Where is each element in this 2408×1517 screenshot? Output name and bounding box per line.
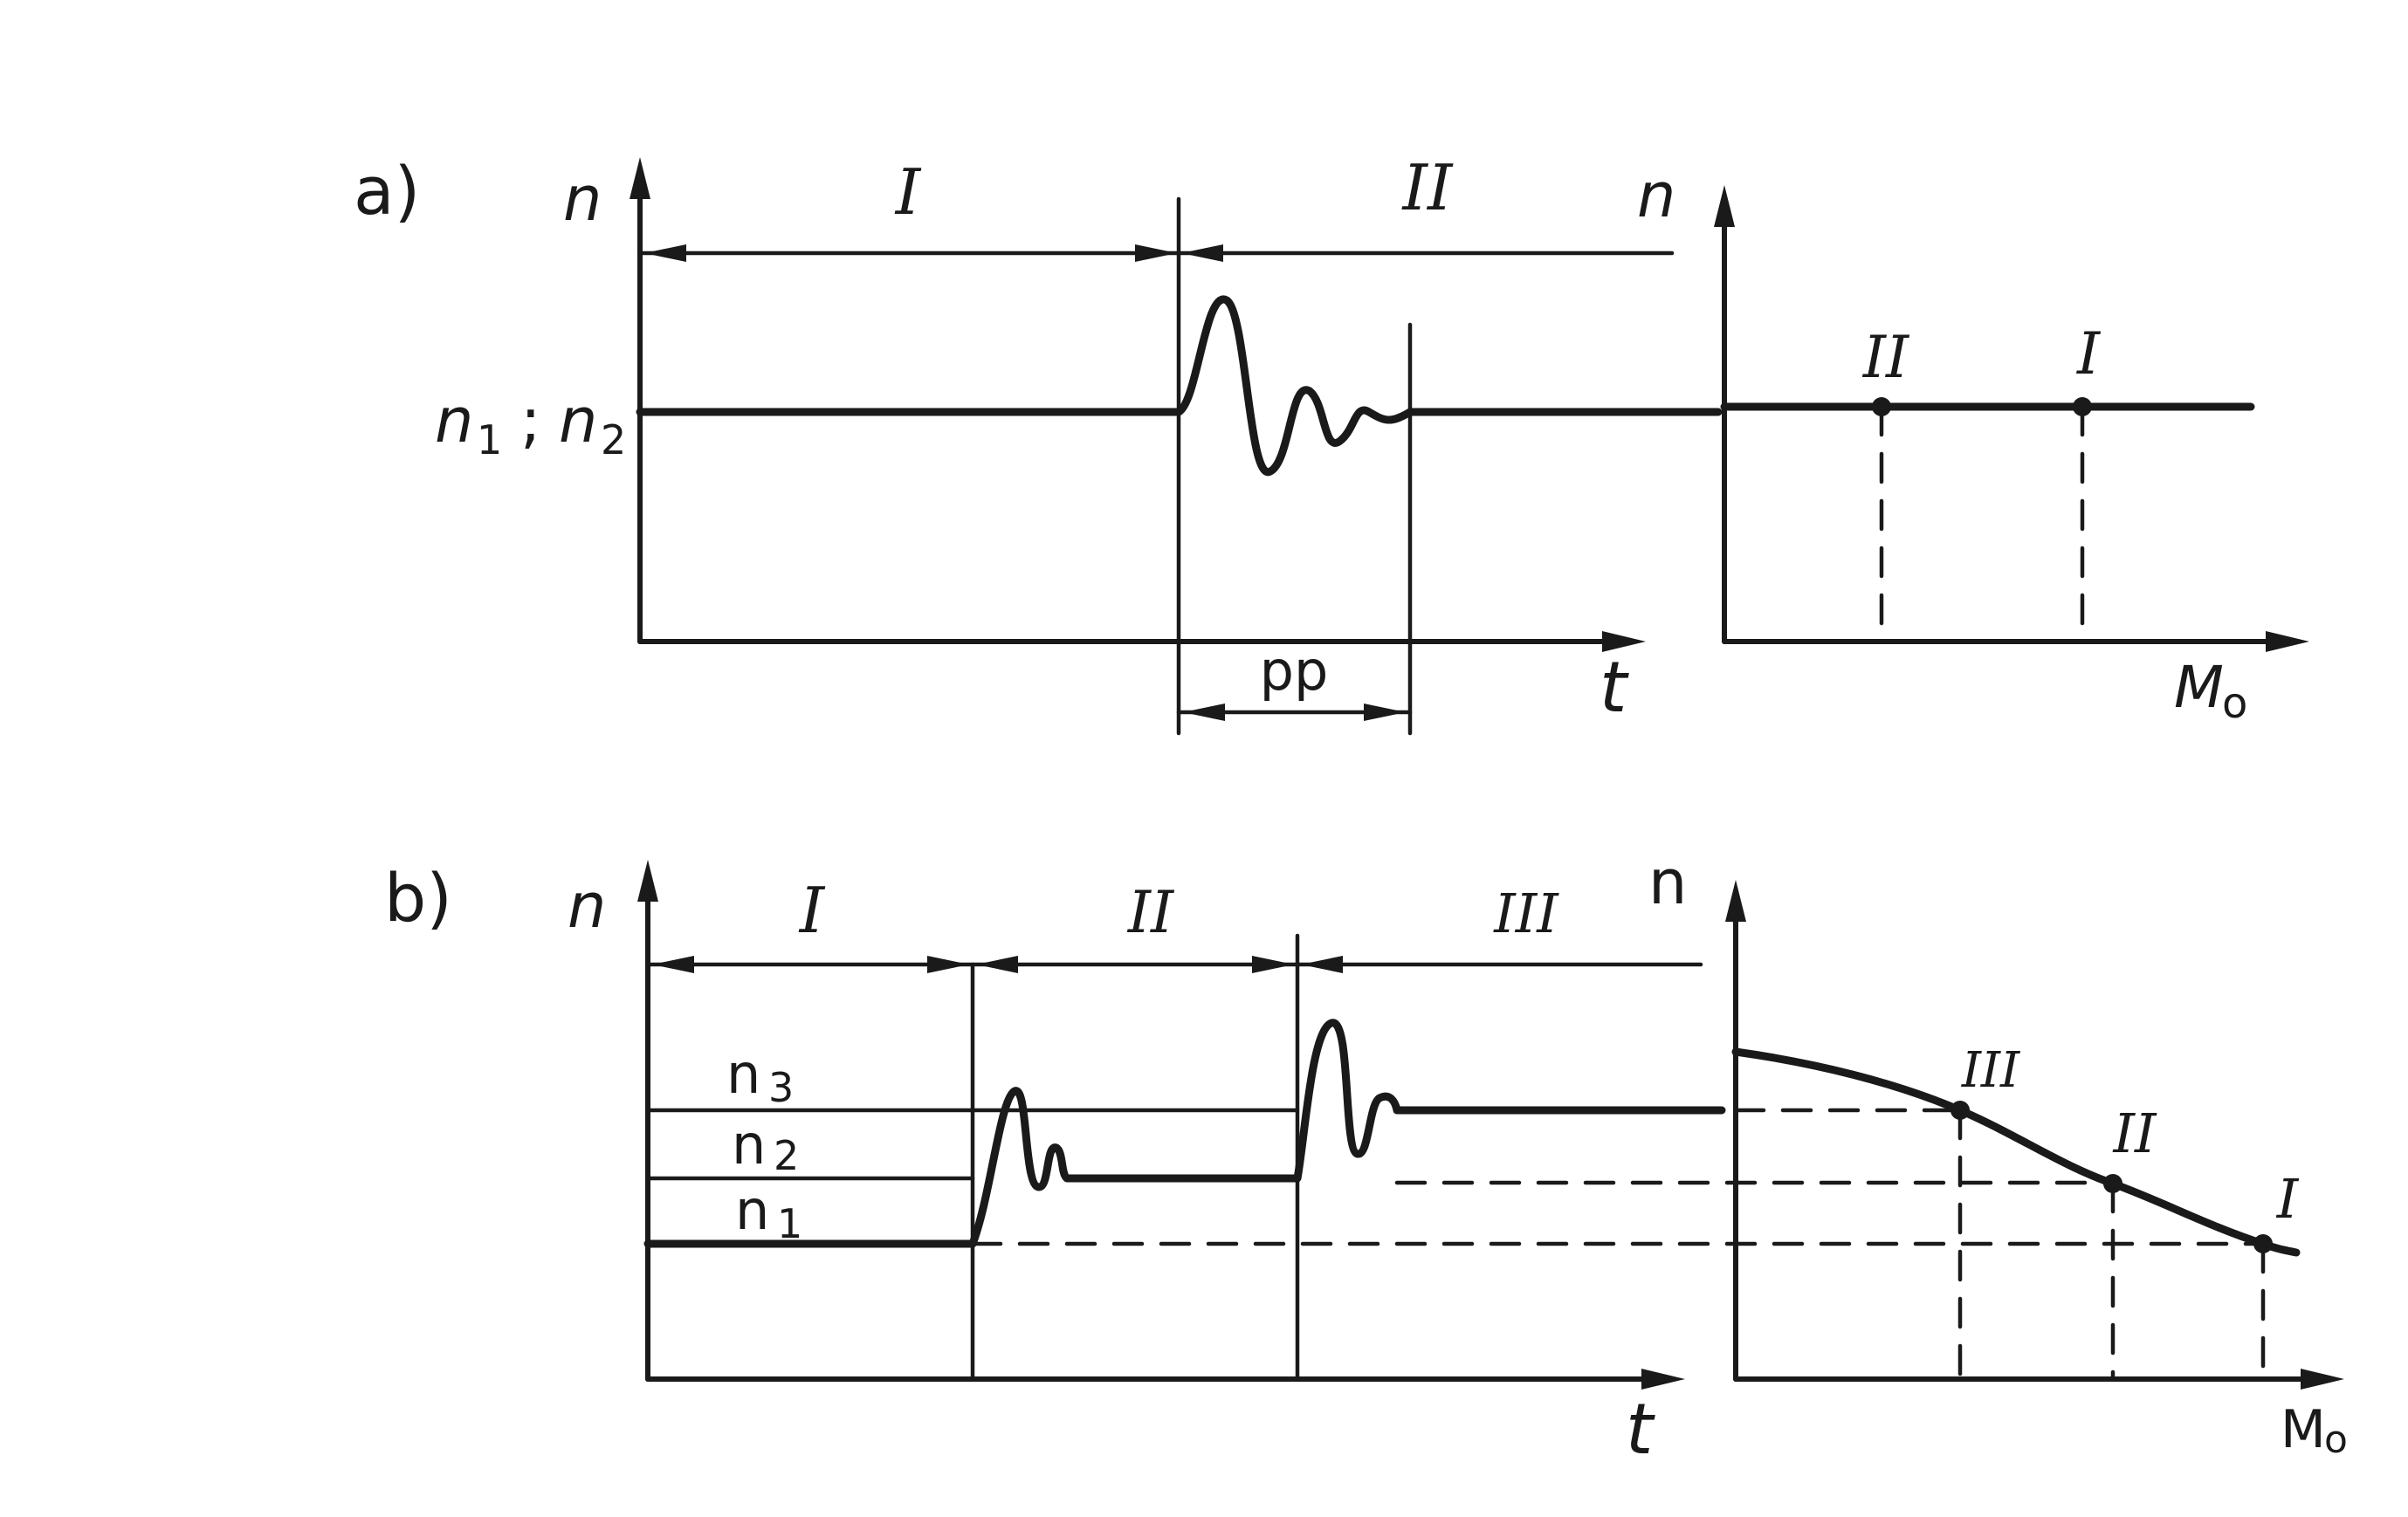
panel-b-level-n2-sub: 2 [774,1132,799,1179]
level-label-n1: n [435,385,473,456]
panel-b-time-x-label: t [1626,1389,1655,1470]
panel-a-speed-curve [636,295,1723,476]
panel-b-level-n3-base: n [726,1042,760,1106]
arrow-right-icon [2266,631,2309,652]
panel-b-level-n1-base: n [735,1178,769,1242]
panel-b-region-ii-label: II [1127,879,1175,946]
level-label-n2: n [559,385,597,456]
panel-a-char-point-ii [1872,397,1891,416]
panel-b-char-x-label: M [2281,1399,2326,1460]
panel-b-time-plot: n t n 3 n 2 n 1 I II III [568,860,2271,1470]
panel-b-speed-curve [643,1019,1726,1248]
arrow-right-icon [1602,631,1646,652]
arrow-right-icon [1252,956,1294,973]
arrow-up-icon [1725,880,1746,922]
arrow-left-icon [644,244,686,262]
panel-a-region-i-label: I [894,155,922,229]
panel-b-char-y-label: n [1648,847,1687,918]
arrow-left-icon [976,956,1018,973]
panel-a-char-point-i-label: I [2076,320,2102,388]
panel-a-time-y-label: n [563,163,602,235]
panel-a-char-point-i [2073,397,2092,416]
panel-a-region-ii-label: II [1401,151,1454,224]
panel-b-char-point-ii [2103,1174,2122,1193]
arrow-right-icon [2301,1369,2344,1390]
panel-a-time-x-label: t [1600,647,1629,728]
panel-b-time-y-label: n [568,870,606,942]
arrow-left-icon [1181,244,1223,262]
panel-b: b) n t n 3 n 2 n 1 I II III [384,847,2348,1470]
arrow-left-icon [1301,956,1343,973]
arrow-right-icon [1135,244,1177,262]
panel-b-char-plot: n M o III II I [1648,847,2348,1462]
panel-b-char-point-iii [1950,1101,1970,1120]
arrow-right-icon [1641,1369,1685,1390]
arrow-left-icon [652,956,694,973]
panel-b-label: b) [384,859,452,937]
panel-a-char-plot: n M o II I [1637,160,2309,728]
panel-b-char-x-sub: o [2324,1417,2348,1462]
panel-a-char-y-label: n [1637,160,1675,231]
panel-a: a) n t n 1 ; n 2 I II [354,151,2309,736]
arrow-up-icon [630,157,650,199]
panel-b-char-point-i [2253,1234,2273,1253]
panel-b-level-n2-base: n [732,1113,766,1177]
panel-a-transient-label: pp [1260,639,1329,703]
panel-b-char-point-iii-label: III [1961,1042,2021,1099]
arrow-up-icon [637,860,658,902]
panel-b-region-iii-label: III [1493,882,1559,945]
panel-b-char-point-ii-label: II [2113,1102,2157,1165]
arrow-right-icon [1364,704,1406,721]
panel-a-time-plot: n t n 1 ; n 2 I II [435,151,1723,736]
arrow-left-icon [1183,704,1225,721]
panel-a-label: a) [354,152,420,230]
level-label-separator: ; [520,385,541,456]
level-label-sub1: 1 [477,416,502,463]
arrow-right-icon [927,956,969,973]
arrow-up-icon [1714,185,1735,227]
panel-a-char-x-sub: o [2222,679,2247,728]
panel-a-level-label: n 1 ; n 2 [435,385,626,463]
panel-a-char-point-ii-label: II [1862,324,1910,391]
level-label-sub2: 2 [601,416,626,463]
panel-b-char-point-i-label: I [2276,1167,2300,1231]
panel-b-level-n3-sub: 3 [768,1064,794,1111]
panel-b-level-n1-sub: 1 [777,1200,802,1247]
panel-a-char-x-label: M [2174,654,2224,721]
panel-b-region-i-label: I [798,874,826,947]
